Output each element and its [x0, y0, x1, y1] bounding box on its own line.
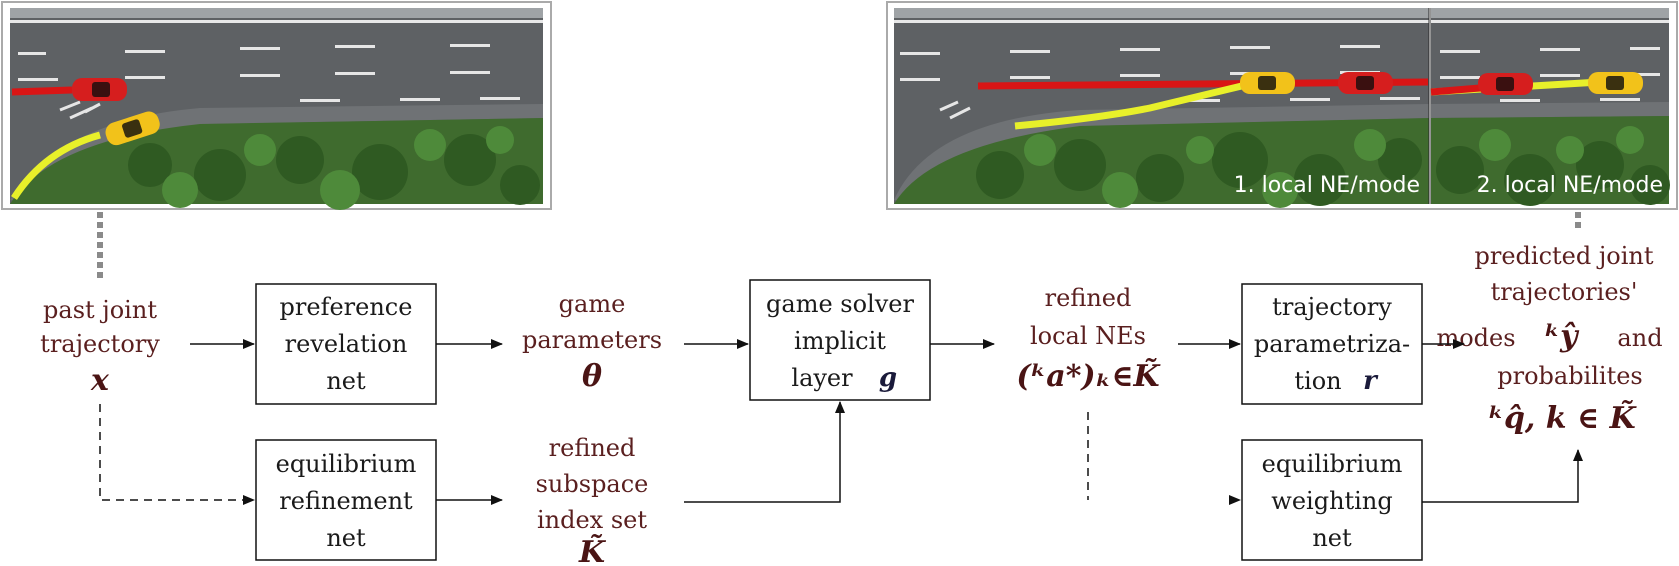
box-line: revelation [285, 330, 408, 358]
preference-revelation-net-box: preference revelation net [255, 283, 437, 405]
box-line: equilibrium [1262, 450, 1403, 478]
arrow-subspace-to-solver [684, 401, 845, 503]
label-line: and [1617, 324, 1662, 352]
box-line: game solver [766, 290, 914, 318]
photo-label-mode-1: 1. local NE/mode [1234, 173, 1420, 198]
box-line: preference [280, 293, 413, 321]
label-line: trajectories' [1491, 278, 1638, 306]
label-line: predicted joint [1474, 242, 1653, 270]
equilibrium-refinement-net-box: equilibrium refinement net [255, 439, 437, 561]
label-line: probabilites [1497, 362, 1643, 390]
past-joint-trajectory-label: past joint trajectory x [40, 296, 160, 398]
subspace-index-set-label: refined subspace index set K̃ [536, 434, 649, 566]
box-line: net [1312, 524, 1352, 552]
red-car-icon [1478, 73, 1533, 95]
box-line: parametriza- [1254, 330, 1410, 358]
box-line: tion [1294, 367, 1341, 395]
label-line: refined [1045, 284, 1132, 312]
parametrization-symbol: r [1363, 366, 1379, 396]
past-symbol: x [90, 363, 110, 398]
box-line: equilibrium [276, 450, 417, 478]
label-line: index set [537, 506, 647, 534]
arrow-past-to-refinement [99, 404, 255, 505]
label-line: trajectory [40, 330, 160, 358]
box-line: net [326, 367, 366, 395]
box-line: implicit [794, 327, 886, 355]
label-line: modes [1436, 324, 1515, 352]
red-car-icon [72, 78, 127, 101]
game-parameters-label: game parameters θ [522, 290, 662, 394]
box-line: refinement [279, 487, 413, 515]
local-nes-symbol: (ᵏa*)ₖ∈K̃ [1016, 359, 1161, 394]
box-line: net [326, 524, 366, 552]
predicted-modes-photo: 1. local NE/mode 2. local NE/mode [886, 1, 1678, 210]
box-line: layer [791, 364, 853, 392]
label-line: parameters [522, 326, 662, 354]
solver-symbol: g [879, 363, 897, 393]
trajectory-parametrization-box: trajectory parametriza- tion r [1241, 283, 1423, 405]
yellow-car-icon [105, 111, 160, 146]
subspace-symbol: K̃ [578, 535, 607, 566]
arrows [99, 339, 1583, 505]
box-line: trajectory [1272, 293, 1392, 321]
refined-local-nes-label: refined local NEs (ᵏa*)ₖ∈K̃ [1016, 284, 1161, 394]
photo-label-mode-2: 2. local NE/mode [1477, 173, 1663, 198]
red-car-icon [1338, 72, 1393, 94]
past-trajectory-photo [1, 1, 552, 210]
arrow-weighting-to-prediction [1422, 449, 1583, 503]
label-line: subspace [536, 470, 649, 498]
predicted-prob-symbol: ᵏq̂, k ∈ K̃ [1488, 401, 1637, 436]
game-solver-box: game solver implicit layer g [749, 279, 931, 401]
predicted-modes-symbol: ᵏŷ [1544, 319, 1580, 354]
yellow-car-icon [1588, 72, 1643, 94]
equilibrium-weighting-net-box: equilibrium weighting net [1241, 439, 1423, 561]
box-line: weighting [1271, 487, 1392, 515]
game-params-symbol: θ [582, 359, 602, 394]
label-line: past joint [43, 296, 157, 324]
yellow-car-icon [1240, 72, 1295, 94]
label-line: local NEs [1030, 322, 1146, 350]
predicted-joint-trajectories-label: predicted joint trajectories' modes ᵏŷ a… [1436, 242, 1662, 436]
label-line: game [559, 290, 626, 318]
label-line: refined [549, 434, 636, 462]
